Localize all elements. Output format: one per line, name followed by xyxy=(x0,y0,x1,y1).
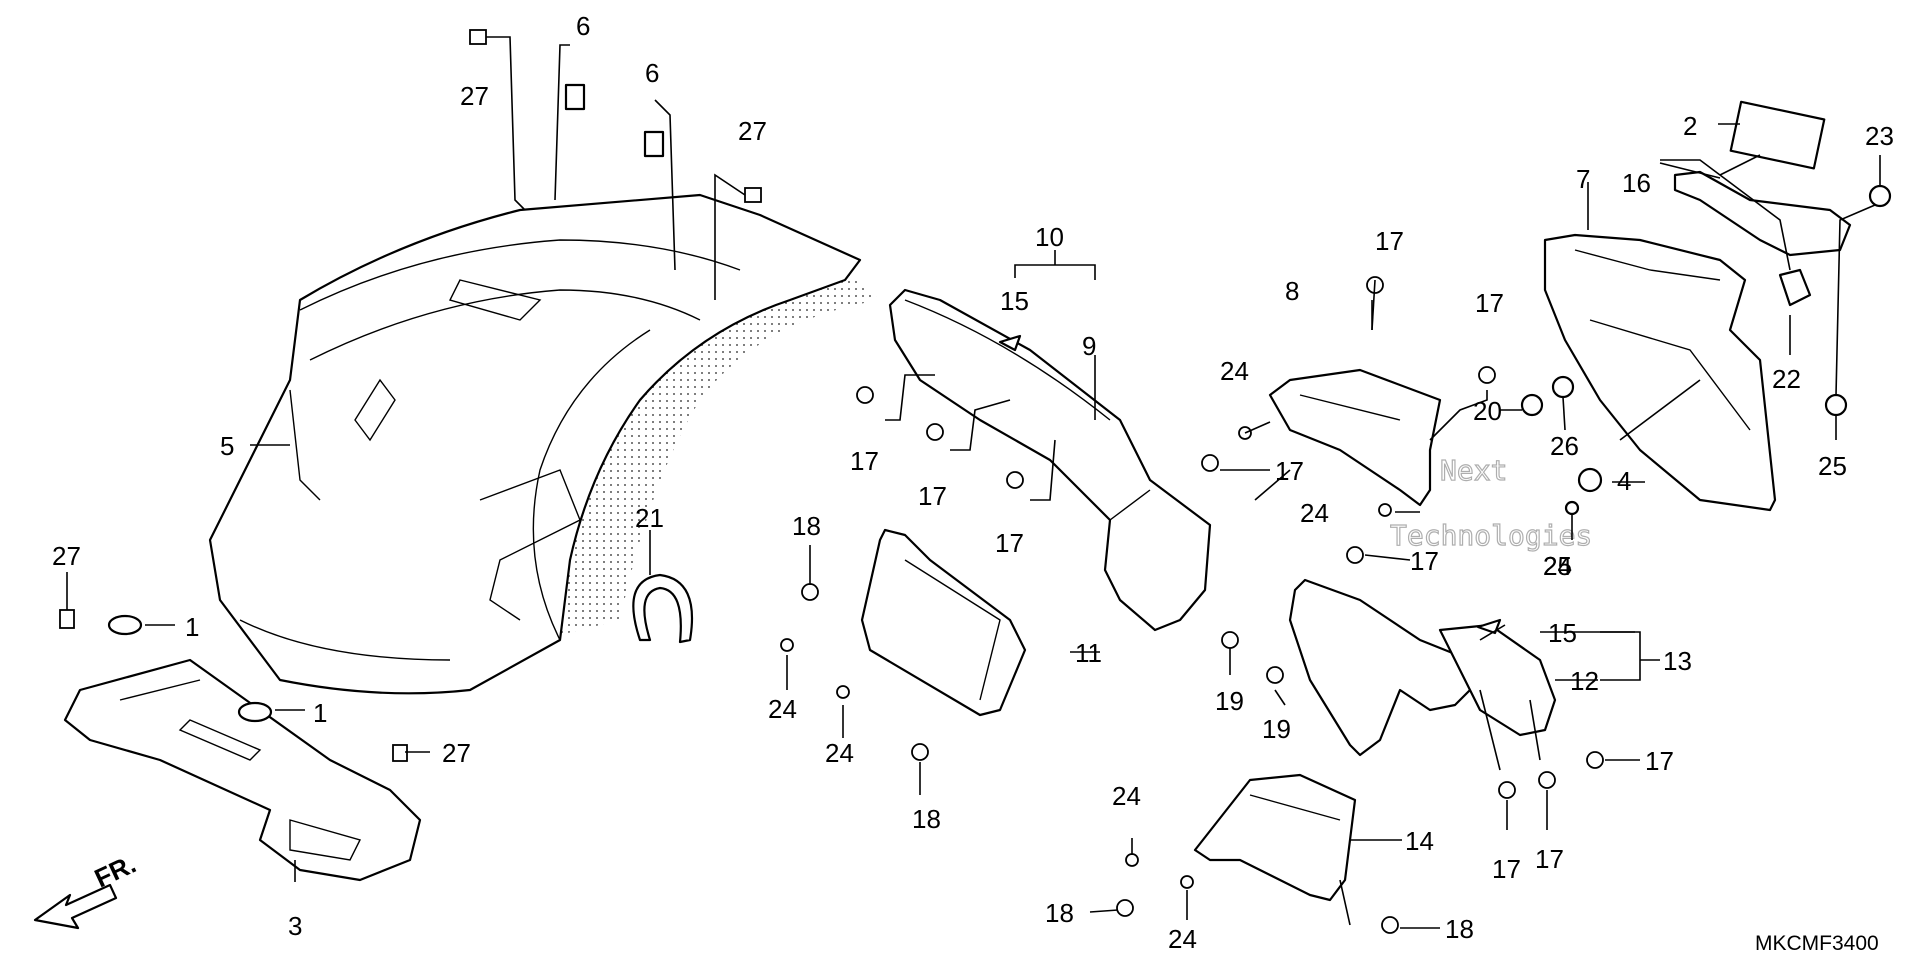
callout-19: 19 xyxy=(1215,686,1244,716)
callout-23: 23 xyxy=(1865,121,1894,151)
callout-5: 5 xyxy=(220,431,234,461)
part-clip-nut[interactable] xyxy=(564,83,586,111)
part-bracket-8[interactable] xyxy=(1268,368,1442,507)
callout-14: 14 xyxy=(1405,826,1434,856)
callout-11: 11 xyxy=(1075,638,1102,668)
part-panel-12[interactable] xyxy=(1288,578,1557,757)
callout-7: 7 xyxy=(1576,164,1590,194)
callout-1: 1 xyxy=(313,698,327,728)
callout-17: 17 xyxy=(1375,226,1404,256)
callout-24: 24 xyxy=(1112,781,1141,811)
callout-10: 10 xyxy=(1035,222,1064,252)
part-pin[interactable] xyxy=(1564,500,1580,516)
callout-26: 26 xyxy=(1550,431,1579,461)
callout-18: 18 xyxy=(1445,914,1474,944)
callout-22: 22 xyxy=(1772,364,1801,394)
callout-24: 24 xyxy=(1300,498,1329,528)
callout-27: 27 xyxy=(52,541,81,571)
callout-18: 18 xyxy=(1045,898,1074,928)
callout-2: 2 xyxy=(1683,111,1697,141)
callout-13: 13 xyxy=(1663,646,1692,676)
callout-16: 16 xyxy=(1622,168,1651,198)
part-damper[interactable] xyxy=(1778,268,1812,307)
callout-17: 17 xyxy=(918,481,947,511)
callout-17: 17 xyxy=(1645,746,1674,776)
callout-17: 17 xyxy=(1475,288,1504,318)
callout-25: 25 xyxy=(1818,451,1847,481)
leader-lines xyxy=(66,36,1881,929)
callout-24: 24 xyxy=(825,738,854,768)
direction-label: FR. xyxy=(90,849,141,894)
part-nut[interactable] xyxy=(1824,393,1848,417)
callout-6: 6 xyxy=(576,11,590,41)
part-lower-bracket[interactable] xyxy=(63,658,422,882)
callout-15: 15 xyxy=(1548,618,1577,648)
arrow-icon xyxy=(33,883,118,930)
fasteners xyxy=(59,29,1604,934)
callout-17: 17 xyxy=(1492,854,1521,884)
callout-17: 17 xyxy=(1275,456,1304,486)
front-direction-indicator: FR. xyxy=(33,849,141,930)
callout-8: 8 xyxy=(1285,276,1299,306)
callout-4: 4 xyxy=(1617,466,1631,496)
callout-18: 18 xyxy=(792,511,821,541)
part-plate-holder[interactable] xyxy=(1673,170,1852,257)
part-band[interactable] xyxy=(632,573,694,644)
part-clip-nut[interactable] xyxy=(643,130,665,158)
part-grommet[interactable] xyxy=(1577,467,1603,493)
callout-12: 12 xyxy=(1570,666,1599,696)
callout-27: 27 xyxy=(460,81,489,111)
callout-27: 27 xyxy=(738,116,767,146)
part-reflector[interactable] xyxy=(1729,100,1826,170)
callout-24: 24 xyxy=(1543,551,1572,581)
part-nut[interactable] xyxy=(1520,393,1544,417)
part-rear-fender[interactable] xyxy=(208,193,880,695)
callout-9: 9 xyxy=(1082,331,1096,361)
callout-19: 19 xyxy=(1262,714,1291,744)
watermark-text: Technologies xyxy=(1390,519,1592,552)
callout-17: 17 xyxy=(850,446,879,476)
part-bracket-14[interactable] xyxy=(1193,773,1357,902)
diagram-code: MKCMF3400 xyxy=(1755,932,1879,955)
part-tail-cover[interactable] xyxy=(1543,233,1777,512)
callout-18: 18 xyxy=(912,804,941,834)
callout-27: 27 xyxy=(442,738,471,768)
part-grommet[interactable] xyxy=(237,701,273,723)
part-washer[interactable] xyxy=(1551,375,1575,399)
callout-20: 20 xyxy=(1473,396,1502,426)
callout-17: 17 xyxy=(1535,844,1564,874)
watermark-text: Next xyxy=(1440,454,1507,487)
callout-labels: 1 1 2 3 4 5 6 6 7 8 9 10 11 12 13 14 15 … xyxy=(52,11,1894,954)
callout-17: 17 xyxy=(1410,546,1439,576)
callout-6: 6 xyxy=(645,58,659,88)
callout-1: 1 xyxy=(185,612,199,642)
callout-24: 24 xyxy=(768,694,797,724)
callout-15: 15 xyxy=(1000,286,1029,316)
callout-24: 24 xyxy=(1168,924,1197,954)
callout-24: 24 xyxy=(1220,356,1249,386)
callout-21: 21 xyxy=(635,503,664,533)
part-emblem[interactable] xyxy=(998,334,1022,352)
part-cover-11[interactable] xyxy=(860,528,1027,717)
part-bolt[interactable] xyxy=(1868,184,1892,208)
callout-25: 25 xyxy=(1543,551,1572,581)
callout-17: 17 xyxy=(995,528,1024,558)
part-grommet[interactable] xyxy=(107,614,143,636)
part-emblem[interactable] xyxy=(1476,618,1502,635)
callout-3: 3 xyxy=(288,911,302,941)
